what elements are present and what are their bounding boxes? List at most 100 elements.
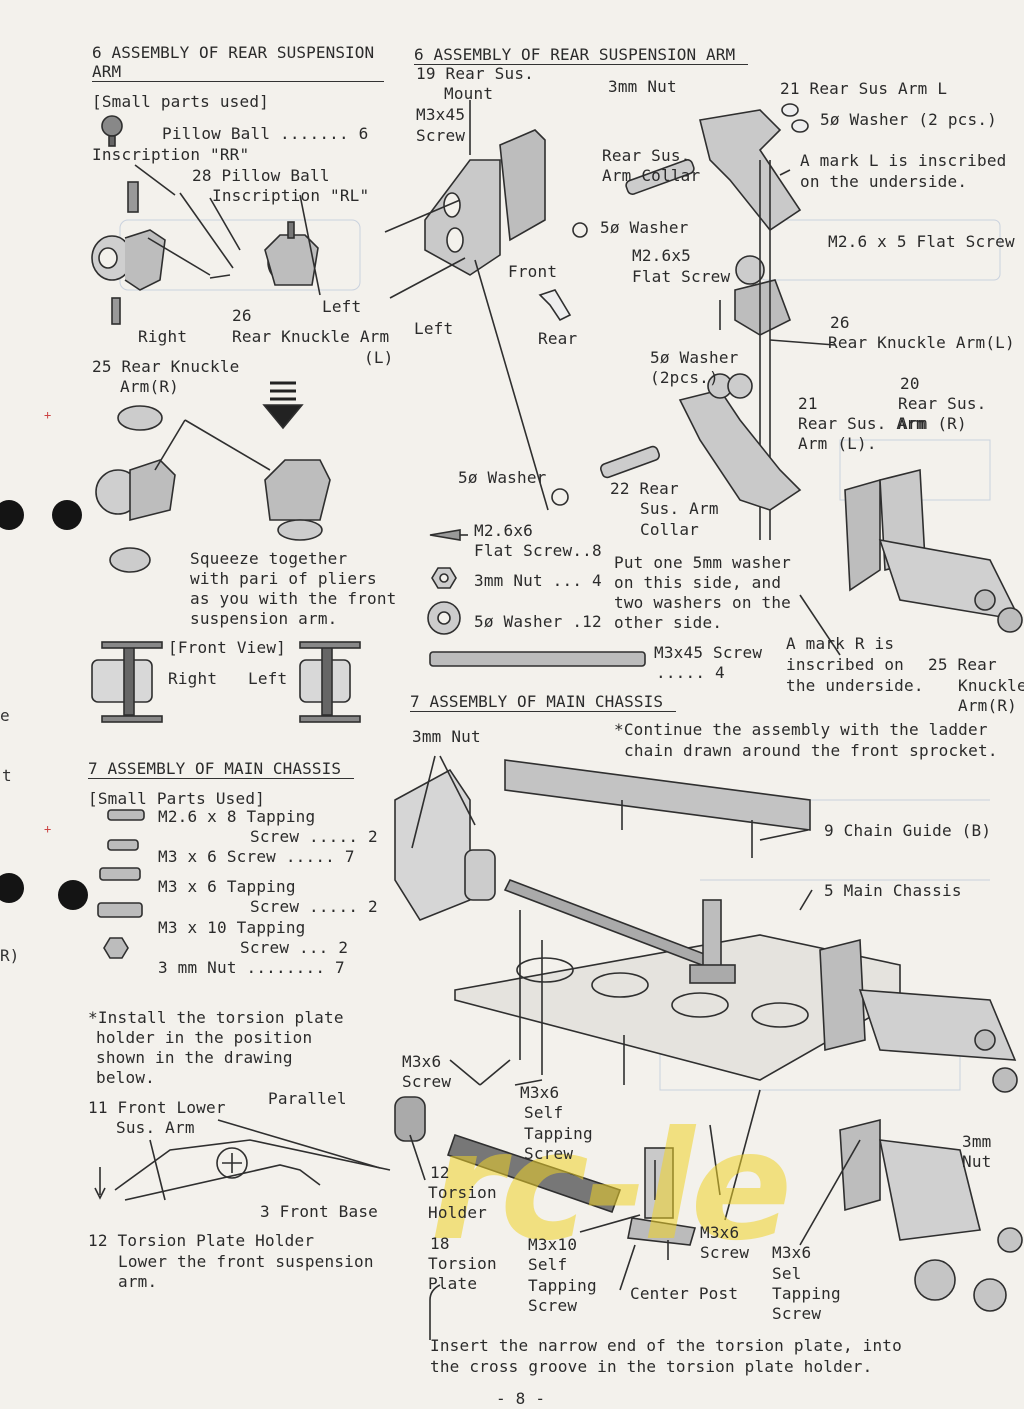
label-left: Left [248,669,288,688]
legend-label: 3mm Nut ... 4 [474,571,602,590]
note-text: chain drawn around the front sprocket. [624,741,998,760]
part-label: Rear Sus. [602,146,691,165]
part-label: 11 Front Lower [88,1098,226,1117]
part-label: 5ø Washer [458,468,547,487]
part-label: 5ø Washer [650,348,739,367]
instruction-text: holder in the position [96,1028,313,1047]
legend-label: M3x45 Screw [654,643,763,662]
part-label: Screw [416,126,466,145]
part-label: Inscription "RR" [92,145,250,164]
instruction-text: *Install the torsion plate [88,1008,344,1027]
instruction-text: as you with the front [190,589,397,608]
part-label: 18 [430,1234,450,1253]
instruction-text: Insert the narrow end of the torsion pla… [430,1336,902,1355]
part-label: M3x6 [402,1052,442,1071]
part-label: M3x45 [416,105,466,124]
part-label: Parallel [268,1089,347,1108]
part-label: M3 x 6 Tapping [158,877,296,896]
part-label: 22 Rear [610,479,679,498]
direction-label: Rear [538,329,578,348]
part-label: 9 Chain Guide (B) [824,821,992,840]
label-left: Left [322,297,362,316]
part-label: Sel [772,1264,802,1283]
part-label: Rear Knuckle Arm [232,327,390,346]
part-label: Self [524,1103,564,1122]
section-heading: 6 ASSEMBLY OF REAR SUSPENSION ARM [414,46,748,65]
part-label: Screw ..... 2 [250,827,378,846]
note-text: inscribed on [786,655,904,674]
section-heading: 6 ASSEMBLY OF REAR SUSPENSION [92,43,375,62]
part-label: Holder [428,1203,487,1222]
part-label: Screw [772,1304,822,1323]
part-label: Sus. Arm [116,1118,195,1137]
part-label: M2.6 x 8 Tapping [158,807,316,826]
part-label: 26 [830,313,850,332]
binder-hole [0,873,24,903]
part-label: 12 Torsion Plate Holder [88,1231,315,1250]
part-label: Rear Sus. [898,394,987,413]
part-label: Center Post [630,1284,739,1303]
instruction-text: arm. [118,1272,158,1291]
front-view-right-drawing [91,641,163,723]
part-label: Tapping [524,1124,593,1143]
part-label: Rear Sus. Arm [798,414,926,433]
instruction-text: with pari of pliers [190,569,377,588]
edge-bleed-text: R) [0,946,20,965]
part-label: Arm(R) [958,696,1017,715]
part-label: Arm (R) [898,414,967,433]
part-label: Mount [444,84,494,103]
instruction-text: below. [96,1068,155,1087]
part-label: 5ø Washer (2 pcs.) [820,110,997,129]
note-text: on the underside. [800,172,968,191]
note-text: Put one 5mm washer [614,553,791,572]
front-view-left-drawing [299,641,361,723]
instruction-text: shown in the drawing [96,1048,293,1067]
note-text: on this side, and [614,573,782,592]
legend-label: ..... 4 [656,663,725,682]
part-label: 25 Rear Knuckle [92,357,240,376]
label-right: Right [138,327,188,346]
part-label: 25 Rear [928,655,997,674]
rear-knuckle-left-drawing [209,197,319,286]
part-label: 3 mm Nut ........ 7 [158,958,345,977]
rear-knuckle-right-drawing [91,164,231,325]
instruction-text: Lower the front suspension [118,1252,374,1271]
part-label: M3x10 [528,1235,578,1254]
part-label: Screw [528,1296,578,1315]
part-label: Sus. Arm [640,499,719,518]
part-label: M2.6 x 5 Flat Screw [828,232,1015,251]
section-heading: ARM [92,63,384,82]
note-text: *Continue the assembly with the ladder [614,720,988,739]
part-label: M3x6 [700,1223,740,1242]
part-label: 5ø Washer [600,218,689,237]
binder-hole [58,880,88,910]
part-label: Self [528,1255,568,1274]
note-text: the underside. [786,676,924,695]
part-label: M3x6 [772,1243,812,1262]
instruction-text: the cross groove in the torsion plate ho… [430,1357,873,1376]
direction-label: Front [508,262,558,281]
part-label: M3x6 [520,1083,560,1102]
part-label: 12 [430,1163,450,1182]
part-label: 3mm Nut [412,727,481,746]
section-heading: 7 ASSEMBLY OF MAIN CHASSIS [88,760,354,779]
note-text: other side. [614,613,723,632]
part-label: Arm Collar [602,166,701,185]
part-label: Plate [428,1274,478,1293]
part-label: Tapping [528,1276,597,1295]
part-label: Screw ... 2 [240,938,349,957]
rear-arm-l-drawing [572,103,809,510]
watermark-logo: rc-le [430,1100,792,1274]
label-left: Left [414,319,454,338]
part-label: Flat Screw [632,267,731,286]
legend-label: M2.6x6 [474,521,533,540]
part-label: Collar [640,520,699,539]
part-label: Screw [524,1144,574,1163]
part-label: (L) [364,348,394,367]
margin-mark: + [44,408,52,422]
part-label: M2.6x5 [632,246,691,265]
part-label: Torsion [428,1183,497,1202]
part-label: Screw ..... 2 [250,897,378,916]
